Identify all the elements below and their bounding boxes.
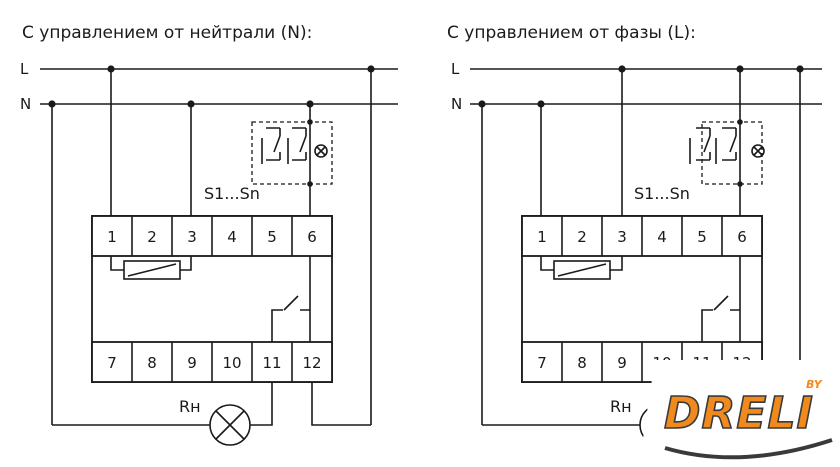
logo-text: DRELI <box>664 388 814 439</box>
terminal-label: 2 <box>147 228 157 246</box>
terminal-label: 3 <box>617 228 627 246</box>
terminal-label: 4 <box>227 228 237 246</box>
load-return-wire <box>311 382 371 426</box>
terminal-label: 2 <box>577 228 587 246</box>
terminal-label: 7 <box>537 354 547 372</box>
terminal-label: 5 <box>697 228 707 246</box>
indicator-lamp-icon <box>314 144 328 158</box>
diagram-title: С управлением от нейтрали (N): <box>22 23 312 43</box>
terminal-label: 4 <box>657 228 667 246</box>
terminal-label: 9 <box>187 354 197 372</box>
coil-icon <box>123 260 181 280</box>
terminal-label: 11 <box>262 354 281 372</box>
relay-contact-icon <box>701 256 741 342</box>
bus-label-n: N <box>20 95 31 113</box>
diagram-title: С управлением от фазы (L): <box>447 23 696 43</box>
indicator-lamp-icon <box>751 144 765 158</box>
switch-label: S1...Sn <box>204 184 260 203</box>
terminal-label: 7 <box>107 354 117 372</box>
coil-leads <box>540 256 623 271</box>
terminal-row-top: 1 2 3 4 5 6 <box>521 215 763 257</box>
terminal-label: 3 <box>187 228 197 246</box>
logo-superscript: BY <box>806 378 823 391</box>
terminal-row-top: 1 2 3 4 5 6 <box>91 215 333 257</box>
bus-label-l: L <box>20 60 29 78</box>
dreli-logo: DRELI BY <box>640 360 835 460</box>
terminal-label: 6 <box>737 228 747 246</box>
lamp-load-icon <box>209 404 251 446</box>
bus-label-n: N <box>451 95 462 113</box>
load-label: Rн <box>610 397 632 416</box>
diagram-neutral-control: С управлением от нейтрали (N): L N <box>20 23 398 446</box>
terminal-label: 6 <box>307 228 317 246</box>
logo-swoosh <box>664 438 833 460</box>
switch-group <box>689 119 765 187</box>
terminal-label: 8 <box>147 354 157 372</box>
terminal-row-bottom: 7 8 9 10 11 12 <box>91 341 333 383</box>
load-label: Rн <box>179 397 201 416</box>
bus-label-l: L <box>451 60 460 78</box>
coil-leads <box>110 256 192 271</box>
diagram-phase-control: С управлением от фазы (L): L N S1...Sn <box>447 23 822 446</box>
terminal-label: 8 <box>577 354 587 372</box>
switch-group <box>251 119 333 187</box>
terminal-label: 1 <box>537 228 547 246</box>
load-wire <box>52 382 273 426</box>
terminal-label: 12 <box>302 354 321 372</box>
relay-contact-icon <box>271 256 311 342</box>
terminal-label: 10 <box>222 354 241 372</box>
terminal-label: 1 <box>107 228 117 246</box>
terminal-label: 9 <box>617 354 627 372</box>
switch-label: S1...Sn <box>634 184 690 203</box>
coil-icon <box>553 260 611 280</box>
terminal-label: 5 <box>267 228 277 246</box>
